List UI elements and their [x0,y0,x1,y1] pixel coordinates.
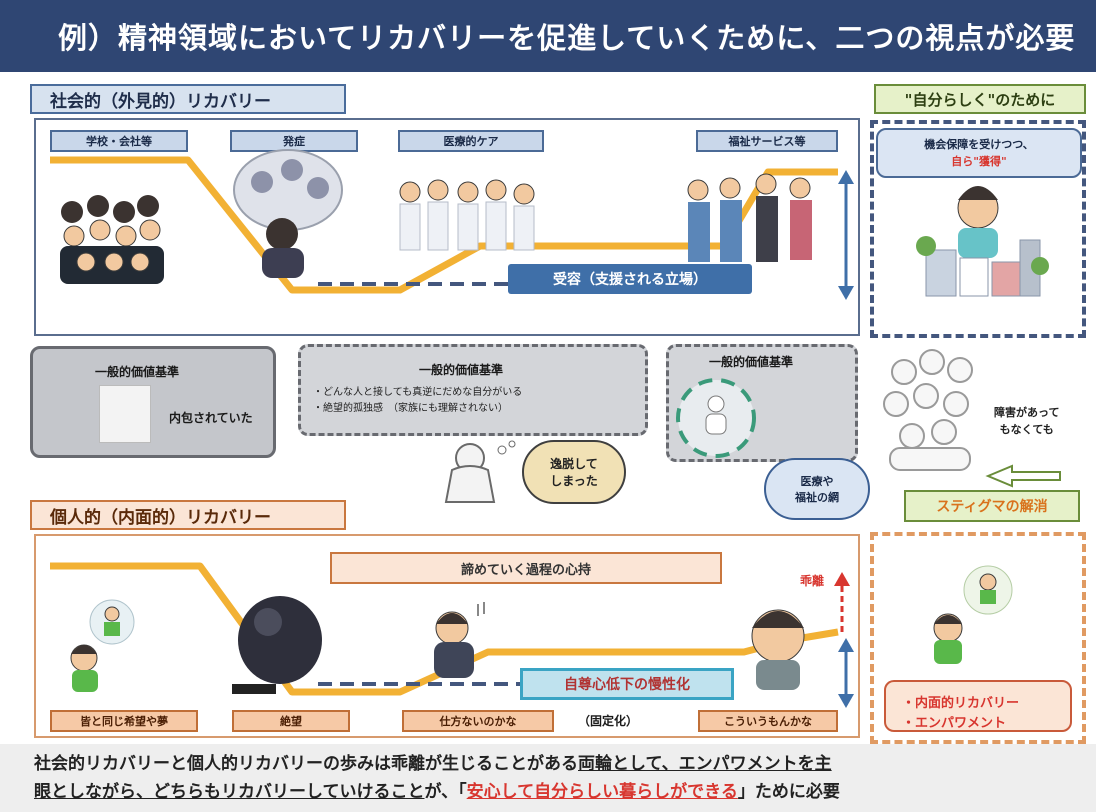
summary-part-2: 両輪として、エンパワメントを主 [578,754,832,774]
social-recovery-tab: 社会的（外見的）リカバリー [30,84,346,114]
stage-same-hopes: 皆と同じ希望や夢 [50,710,198,732]
empowered-person-illustration [933,565,1013,664]
speech-line-1: 機会保障を受けつつ、 [924,138,1034,151]
onset-distressed-person-illustration [233,149,343,278]
arrow-head-up [838,638,854,652]
safety-net-cloud: 医療や福祉の網 [764,458,870,520]
summary-part-3: 眼としながら、どちらもリカバリーしていけること [34,782,425,802]
disability-line-1: 障害があって [994,406,1060,419]
resigned-person-illustration [434,602,485,678]
disability-text: 障害があって もなくても [994,404,1059,438]
stage-medical-care: 医療的ケア [398,130,544,152]
deviated-thought-cloud: 逸脱してしまった [522,440,626,504]
value-box-title: 一般的価値基準 [419,363,504,377]
bottom-summary: 社会的リカバリーと個人的リカバリーの歩みは乖離が生じることがある両輪として、エン… [0,744,1096,812]
summary-part-4: が、「 [424,782,467,802]
contained-person-figure [99,385,151,443]
isolation-line-2: ・絶望的孤独感 （家族にも理解されない） [313,403,508,414]
being-myself-tab: "自分らしく"のために [874,84,1086,114]
page-title: 例）精神領域においてリカバリーを促進していくために、二つの視点が必要 [0,0,1096,72]
arrow-head-down [838,694,854,708]
cloud-line-2: しまった [550,474,598,488]
value-box-title: 一般的価値基準 [709,355,794,369]
chronic-low-self-esteem-bar: 自尊心低下の慢性化 [520,668,734,700]
acceptance-bar: 受容（支援される立場） [508,264,752,294]
disability-line-2: もなくても [999,423,1054,436]
speech-line-2: 自ら"獲得" [951,155,1007,168]
empowerment-box: ・内面的リカバリー ・エンパワメント [884,680,1072,732]
crouching-person-illustration [444,440,516,503]
stage-this-is-how-it-is: こういうもんかな [698,710,838,732]
summary-part-5: 安心して自分らしい暮らしができる [466,782,738,802]
value-box-contained: 一般的価値基準 内包されていた [30,346,276,458]
divergence-label: 乖離 [800,574,825,588]
value-box-title: 一般的価値基準 [95,365,180,379]
arrow-head-down [838,286,854,300]
stage-despair: 絶望 [232,710,350,732]
fixation-label: （固定化） [578,714,639,728]
opportunity-speech: 機会保障を受けつつ、 自ら"獲得" [876,128,1082,178]
divergence-arrow-head [834,572,850,586]
stigma-arrow [985,464,1061,488]
empower-line-1: ・内面的リカバリー [902,696,1020,711]
empower-line-2: ・エンパワメント [902,716,1007,731]
arrow-head-up [838,170,854,184]
students-crowd-illustration [60,195,164,284]
medical-staff-illustration [399,179,535,251]
value-box-isolation: 一般的価値基準 ・どんな人と接しても真逆にだめな自分がいる ・絶望的孤独感 （家… [298,344,648,436]
contained-text: 内包されていた [169,411,253,425]
self-acquire-frame [870,120,1086,338]
isolation-line-1: ・どんな人と接しても真逆にだめな自分がいる [313,387,523,398]
cloud-line-2: 福祉の網 [795,491,839,504]
stage-welfare-services: 福祉サービス等 [696,130,838,152]
child-with-dream-illustration [70,599,135,692]
stage-school-work: 学校・会社等 [50,130,188,152]
accepting-person-illustration [751,609,805,690]
person-icon [705,413,727,435]
self-with-town-illustration [916,186,1049,297]
despair-person-illustration [232,596,322,694]
stage-cant-be-helped: 仕方ないのかな [402,710,554,732]
empowerment-frame [870,532,1086,744]
welfare-staff-illustration [687,173,812,262]
personal-recovery-tab: 個人的（内面的）リカバリー [30,500,346,530]
giving-up-process-label: 諦めていく過程の心持 [330,552,722,584]
diverse-crowd-outline-illustration [883,349,973,471]
person-icon [707,395,725,413]
cloud-line-1: 医療や [800,475,834,488]
stigma-removal-label: スティグマの解消 [904,490,1080,522]
summary-part-6: 」ために必要 [737,782,840,802]
cloud-line-1: 逸脱して [550,457,598,471]
summary-part-1: 社会的リカバリーと個人的リカバリーの歩みは乖離が生じることがある [34,754,578,774]
